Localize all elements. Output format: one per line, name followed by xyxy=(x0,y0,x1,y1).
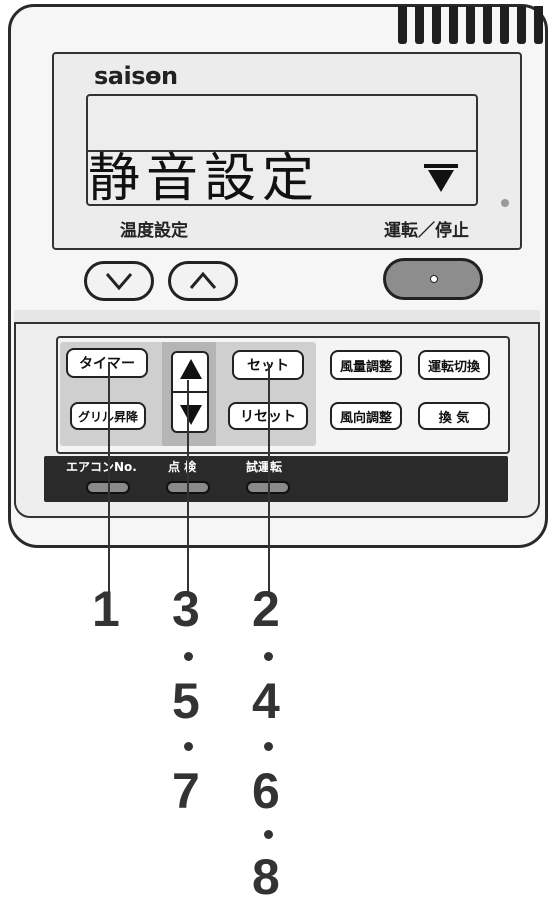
separator-dot xyxy=(264,742,273,751)
callout-number: 1 xyxy=(92,581,120,637)
callout-number: 5 xyxy=(172,673,200,729)
ventilation-button[interactable]: 換 気 xyxy=(418,402,490,430)
callout-line-1 xyxy=(108,362,110,592)
callout-line-2 xyxy=(268,364,270,592)
status-led xyxy=(501,199,509,207)
power-dot-icon xyxy=(430,275,438,283)
power-button[interactable] xyxy=(383,258,483,300)
aircon-no-label: エアコンNo. xyxy=(66,460,137,474)
timer-button[interactable]: タイマー xyxy=(66,348,148,378)
cover-lip xyxy=(14,310,540,324)
temperature-up-button[interactable] xyxy=(168,261,238,301)
power-label: 運転／停止 xyxy=(384,221,469,241)
chevron-up-icon xyxy=(189,271,217,289)
separator-dot xyxy=(184,652,193,661)
callout-number: 4 xyxy=(252,673,280,729)
callout-number: 7 xyxy=(172,763,200,819)
inspection-label: 点 検 xyxy=(168,460,197,474)
lcd-mode-text: 静音設定 xyxy=(88,149,321,209)
temperature-down-button[interactable] xyxy=(84,261,154,301)
down-triangle-icon[interactable] xyxy=(180,405,202,425)
hidden-button-strip xyxy=(44,456,508,502)
callout-number: 2 xyxy=(252,581,280,637)
separator-dot xyxy=(264,652,273,661)
mode-switch-button[interactable]: 運転切換 xyxy=(418,350,490,380)
fan-speed-button[interactable]: 風量調整 xyxy=(330,350,402,380)
temperature-label: 温度設定 xyxy=(120,221,188,241)
brand-logo: saisɵn xyxy=(94,62,178,90)
callout-line-3 xyxy=(187,380,189,592)
lcd-divider xyxy=(88,150,476,152)
separator-dot xyxy=(184,742,193,751)
up-triangle-icon[interactable] xyxy=(180,359,202,379)
fan-direction-button[interactable]: 風向調整 xyxy=(330,402,402,430)
vent-grille xyxy=(398,6,543,44)
arrow-divider xyxy=(171,391,209,393)
test-run-label: 試運転 xyxy=(246,460,283,474)
callout-number: 8 xyxy=(252,849,280,905)
lcd-indicator-icon xyxy=(424,164,458,192)
separator-dot xyxy=(264,830,273,839)
chevron-down-icon xyxy=(105,273,133,291)
callout-number: 3 xyxy=(172,581,200,637)
callout-number: 6 xyxy=(252,763,280,819)
